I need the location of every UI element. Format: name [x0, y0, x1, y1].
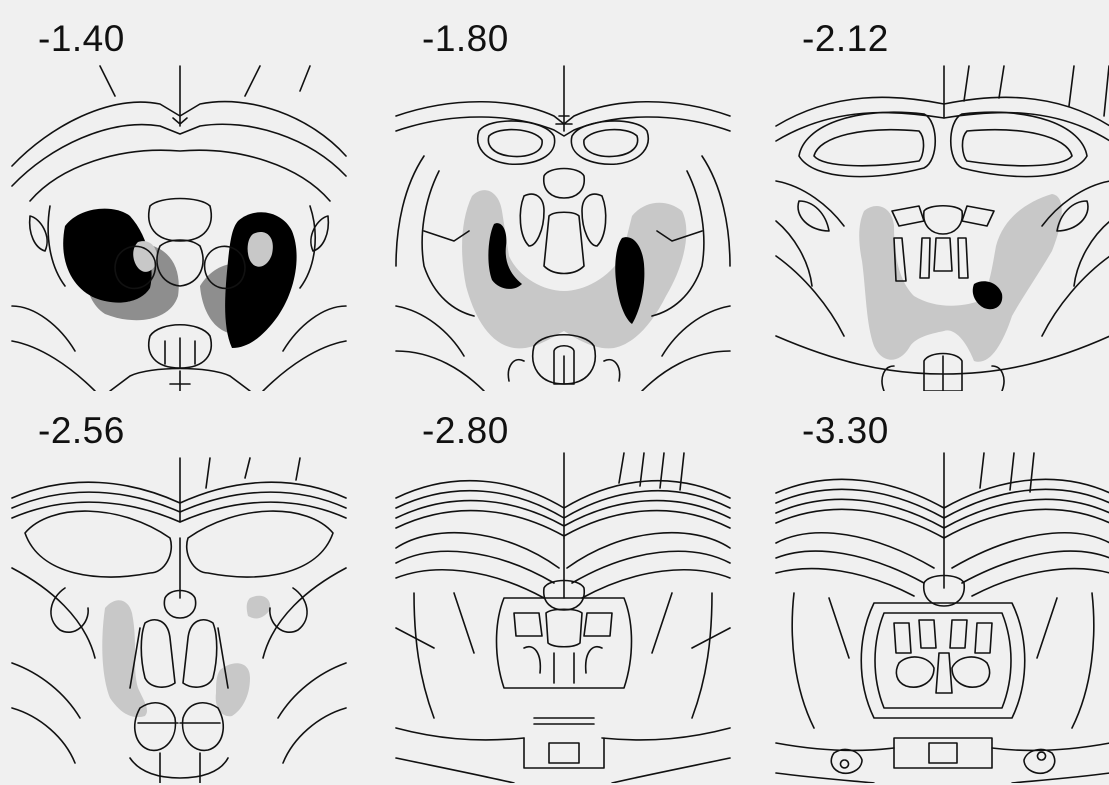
- section-drawing-2: [394, 6, 732, 391]
- section-drawing-3: [774, 6, 1109, 391]
- section-drawing-4: [10, 398, 348, 783]
- section-drawing-6: [774, 398, 1109, 783]
- section-label: -2.12: [802, 20, 889, 57]
- section-panel-6: -3.30: [774, 398, 1109, 783]
- section-label: -3.30: [802, 412, 889, 449]
- outline-6: [776, 453, 1109, 783]
- section-label: -2.80: [422, 412, 509, 449]
- section-label: -1.80: [422, 20, 509, 57]
- section-label: -2.56: [38, 412, 125, 449]
- section-panel-3: -2.12: [774, 6, 1109, 391]
- section-drawing-1: [10, 6, 348, 391]
- section-label: -1.40: [38, 20, 125, 57]
- section-panel-1: -1.40: [10, 6, 348, 391]
- lesion-areas-1: [63, 209, 296, 348]
- outline-1: [12, 66, 346, 391]
- outline-4: [12, 458, 346, 783]
- outline-5: [396, 453, 730, 783]
- lesion-light: [216, 663, 250, 716]
- section-panel-2: -1.80: [394, 6, 732, 391]
- lesion-light: [247, 596, 271, 619]
- section-panel-5: -2.80: [394, 398, 732, 783]
- section-drawing-5: [394, 398, 732, 783]
- section-panel-4: -2.56: [10, 398, 348, 783]
- lesion-light: [102, 600, 147, 717]
